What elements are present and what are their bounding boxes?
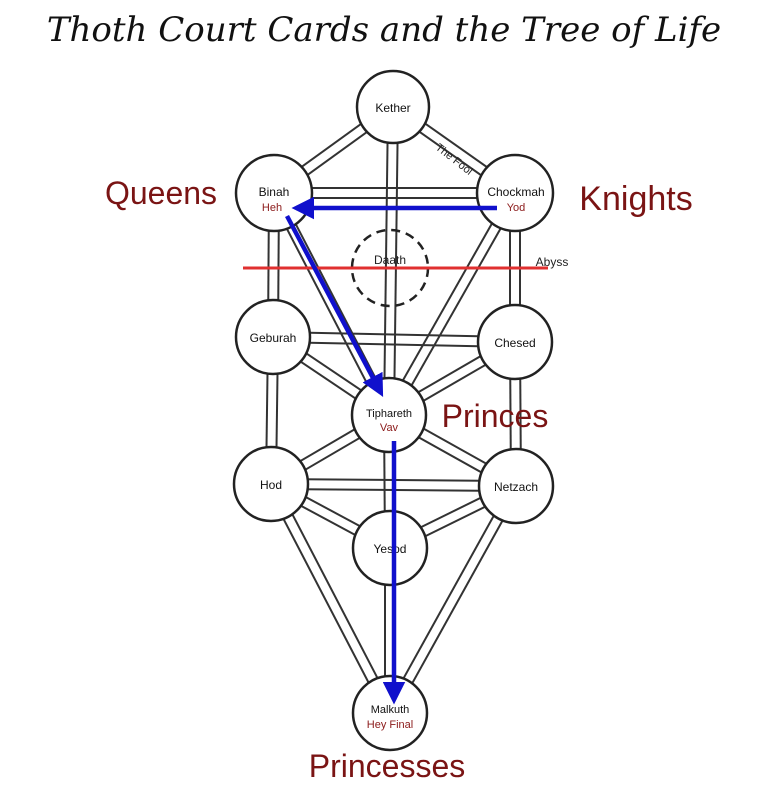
path-hod-malkuth [274, 481, 396, 712]
path-geburah-chesed [273, 331, 516, 339]
knights-label: Knights [579, 180, 692, 218]
path-netzach-malkuth [384, 483, 513, 712]
chockmah-letter: Yod [507, 202, 526, 214]
binah-name: Binah [259, 185, 290, 199]
sephira-kether: Kether [355, 69, 431, 145]
yesod-name: Yesod [374, 542, 407, 556]
path-hod-malkuth [265, 485, 387, 716]
the-fool-label: The Fool [433, 142, 475, 178]
page-title: Thoth Court Cards and the Tree of Life [46, 10, 722, 50]
daath-label: Daath [374, 253, 406, 267]
sephira-chockmah: Chockmah Yod [475, 153, 555, 233]
path-kether-tiphareth [383, 106, 390, 415]
path-geburah-chesed [272, 340, 515, 348]
sephira-geburah: Geburah [234, 298, 312, 376]
sephira-hod: Hod [232, 445, 310, 523]
netzach-name: Netzach [494, 480, 538, 494]
chockmah-name: Chockmah [487, 185, 544, 199]
abyss-label: Abyss [536, 255, 569, 269]
malkuth-name: Malkuth [371, 704, 410, 716]
kether-name: Kether [375, 101, 410, 115]
sephira-binah: Binah Heh [234, 153, 314, 233]
geburah-name: Geburah [250, 331, 297, 345]
sephiroth-layer: Kether Binah Heh Chockmah Yod Geburah Ch… [232, 69, 555, 752]
queens-label: Queens [105, 175, 217, 211]
path-chockmah-tiphareth [383, 190, 512, 414]
path-kether-tiphareth [392, 107, 399, 416]
princesses-label: Princesses [309, 748, 466, 784]
tiphareth-name: Tiphareth [366, 408, 412, 420]
hod-name: Hod [260, 478, 282, 492]
path-chockmah-tiphareth [392, 194, 521, 418]
sephira-yesod: Yesod [351, 509, 429, 587]
binah-letter: Heh [262, 202, 282, 214]
sephira-chesed: Chesed [476, 303, 554, 381]
sephira-netzach: Netzach [477, 447, 555, 525]
sephira-tiphareth: Tiphareth Vav [350, 376, 428, 454]
sephira-malkuth: Malkuth Hey Final [351, 674, 429, 752]
princes-label: Princes [442, 398, 549, 434]
malkuth-letter: Hey Final [367, 719, 413, 731]
chesed-name: Chesed [494, 336, 535, 350]
tiphareth-letter: Vav [380, 422, 399, 434]
arrow-heh-to-vav [285, 214, 384, 397]
path-netzach-malkuth [393, 487, 522, 716]
